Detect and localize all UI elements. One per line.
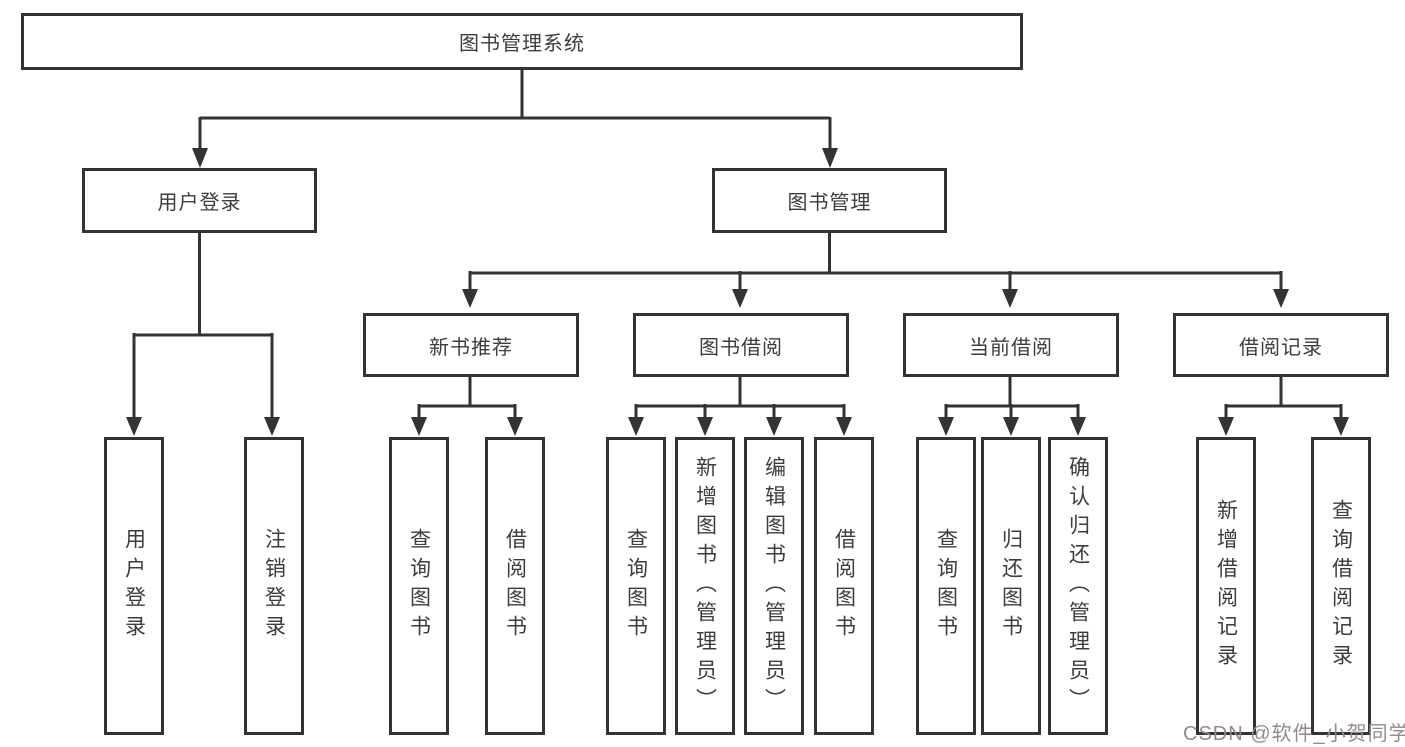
connector-borrow-trunk: [636, 377, 844, 408]
node-borrow-records: 借阅记录: [1173, 313, 1389, 377]
node-current-borrow: 当前借阅: [903, 313, 1119, 377]
node-root-system: 图书管理系统: [21, 13, 1023, 70]
leaf-newbook-query: 查询图书: [389, 437, 449, 735]
connector-current-trunk: [946, 377, 1078, 408]
leaf-newbook-borrow: 借阅图书: [485, 437, 545, 735]
leaf-current-query: 查询图书: [916, 437, 976, 735]
leaf-logout: 注销登录: [244, 437, 304, 735]
leaf-record-query: 查询借阅记录: [1311, 437, 1371, 735]
node-user-login: 用户登录: [82, 168, 317, 233]
leaf-current-return: 归还图书: [981, 437, 1041, 735]
leaf-borrow-query: 查询图书: [606, 437, 666, 735]
leaf-user-login: 用户登录: [104, 437, 164, 735]
leaf-current-confirm-admin: 确认归还（管理员）: [1048, 437, 1108, 735]
arrowhead: [192, 148, 208, 168]
connector-newbook-trunk: [419, 377, 515, 408]
leaf-record-add: 新增借阅记录: [1196, 437, 1256, 735]
arrowhead: [822, 148, 838, 168]
connector-userlogin-trunk: [134, 233, 272, 337]
connector-records-trunk: [1226, 377, 1341, 408]
leaf-borrow-add-admin: 新增图书（管理员）: [675, 437, 735, 735]
leaf-borrow-book: 借阅图书: [814, 437, 874, 735]
node-new-book-recommend: 新书推荐: [363, 313, 579, 377]
csdn-watermark: CSDN @软件_小贺同学: [1183, 723, 1405, 745]
node-book-borrow: 图书借阅: [633, 313, 849, 377]
node-book-management: 图书管理: [712, 168, 947, 233]
connector-bookmgmt-trunk: [470, 233, 1281, 275]
connector-root-trunk: [200, 70, 830, 120]
leaf-borrow-edit-admin: 编辑图书（管理员）: [744, 437, 804, 735]
